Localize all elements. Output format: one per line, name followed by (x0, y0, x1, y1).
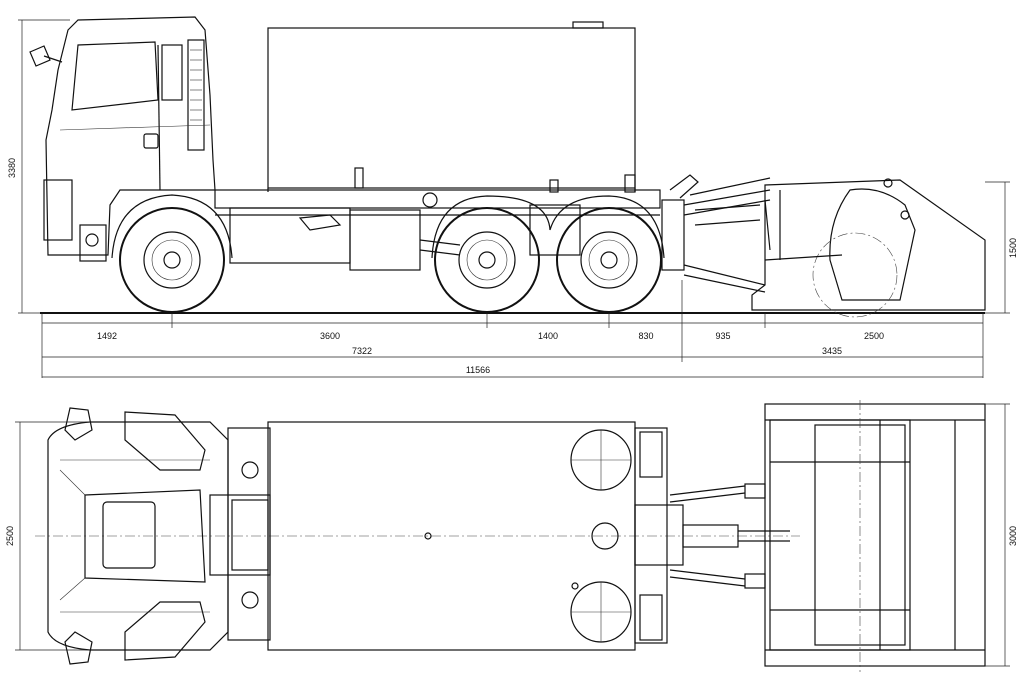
front-wheel (111, 194, 233, 313)
side-mirror (29, 45, 51, 67)
rear-wheel-2 (556, 207, 662, 313)
cab-rear-window (161, 44, 183, 101)
dim-attachment-offset: 935 (715, 331, 730, 341)
dim-vehicle-width: 2500 (5, 526, 15, 546)
dim-wheelbase: 3600 (320, 331, 340, 341)
dim-attachment-depth: 2500 (864, 331, 884, 341)
attachment-top (764, 400, 986, 672)
rear-fender (431, 195, 665, 259)
top-view: 2500 3000 (5, 400, 1018, 672)
top-mirror-lower (64, 631, 93, 665)
cab-vent-grille (187, 39, 205, 151)
dim-axle-spacing: 1400 (538, 331, 558, 341)
dim-attachment-length: 3435 (822, 346, 842, 356)
body-box (267, 21, 636, 193)
height-dimension: 3380 (7, 19, 70, 314)
chassis-top (209, 427, 271, 641)
front-bumper (43, 179, 73, 241)
roof-hatch (102, 501, 156, 569)
rear-wheel-1 (434, 207, 540, 313)
chassis-frame (214, 189, 661, 271)
front-step (79, 224, 107, 262)
side-view: 3380 1500 1492 3600 1400 830 935 2500 (7, 16, 1018, 378)
dim-attachment-height: 1500 (1008, 238, 1018, 258)
dim-overall-height: 3380 (7, 158, 17, 178)
hitch-top (634, 427, 790, 644)
rear-attachment (751, 178, 986, 318)
cab-window (71, 41, 159, 111)
dim-front-overhang: 1492 (97, 331, 117, 341)
width-dimension: 2500 (5, 421, 90, 651)
dim-overall-length: 11566 (466, 365, 490, 375)
dim-rear-overhang: 830 (638, 331, 653, 341)
hydraulic-hitch (661, 174, 771, 293)
length-dimensions: 1492 3600 1400 830 935 2500 7322 3435 11… (41, 280, 984, 378)
dim-attachment-width: 3000 (1008, 526, 1018, 546)
top-mirror-upper (64, 407, 93, 441)
door-handle (143, 133, 159, 149)
cab-side (29, 16, 216, 262)
dim-truck-length: 7322 (352, 346, 372, 356)
attachment-width-dimension: 3000 (985, 403, 1018, 667)
gearbox (349, 209, 421, 271)
attachment-height-dimension: 1500 (985, 181, 1018, 314)
